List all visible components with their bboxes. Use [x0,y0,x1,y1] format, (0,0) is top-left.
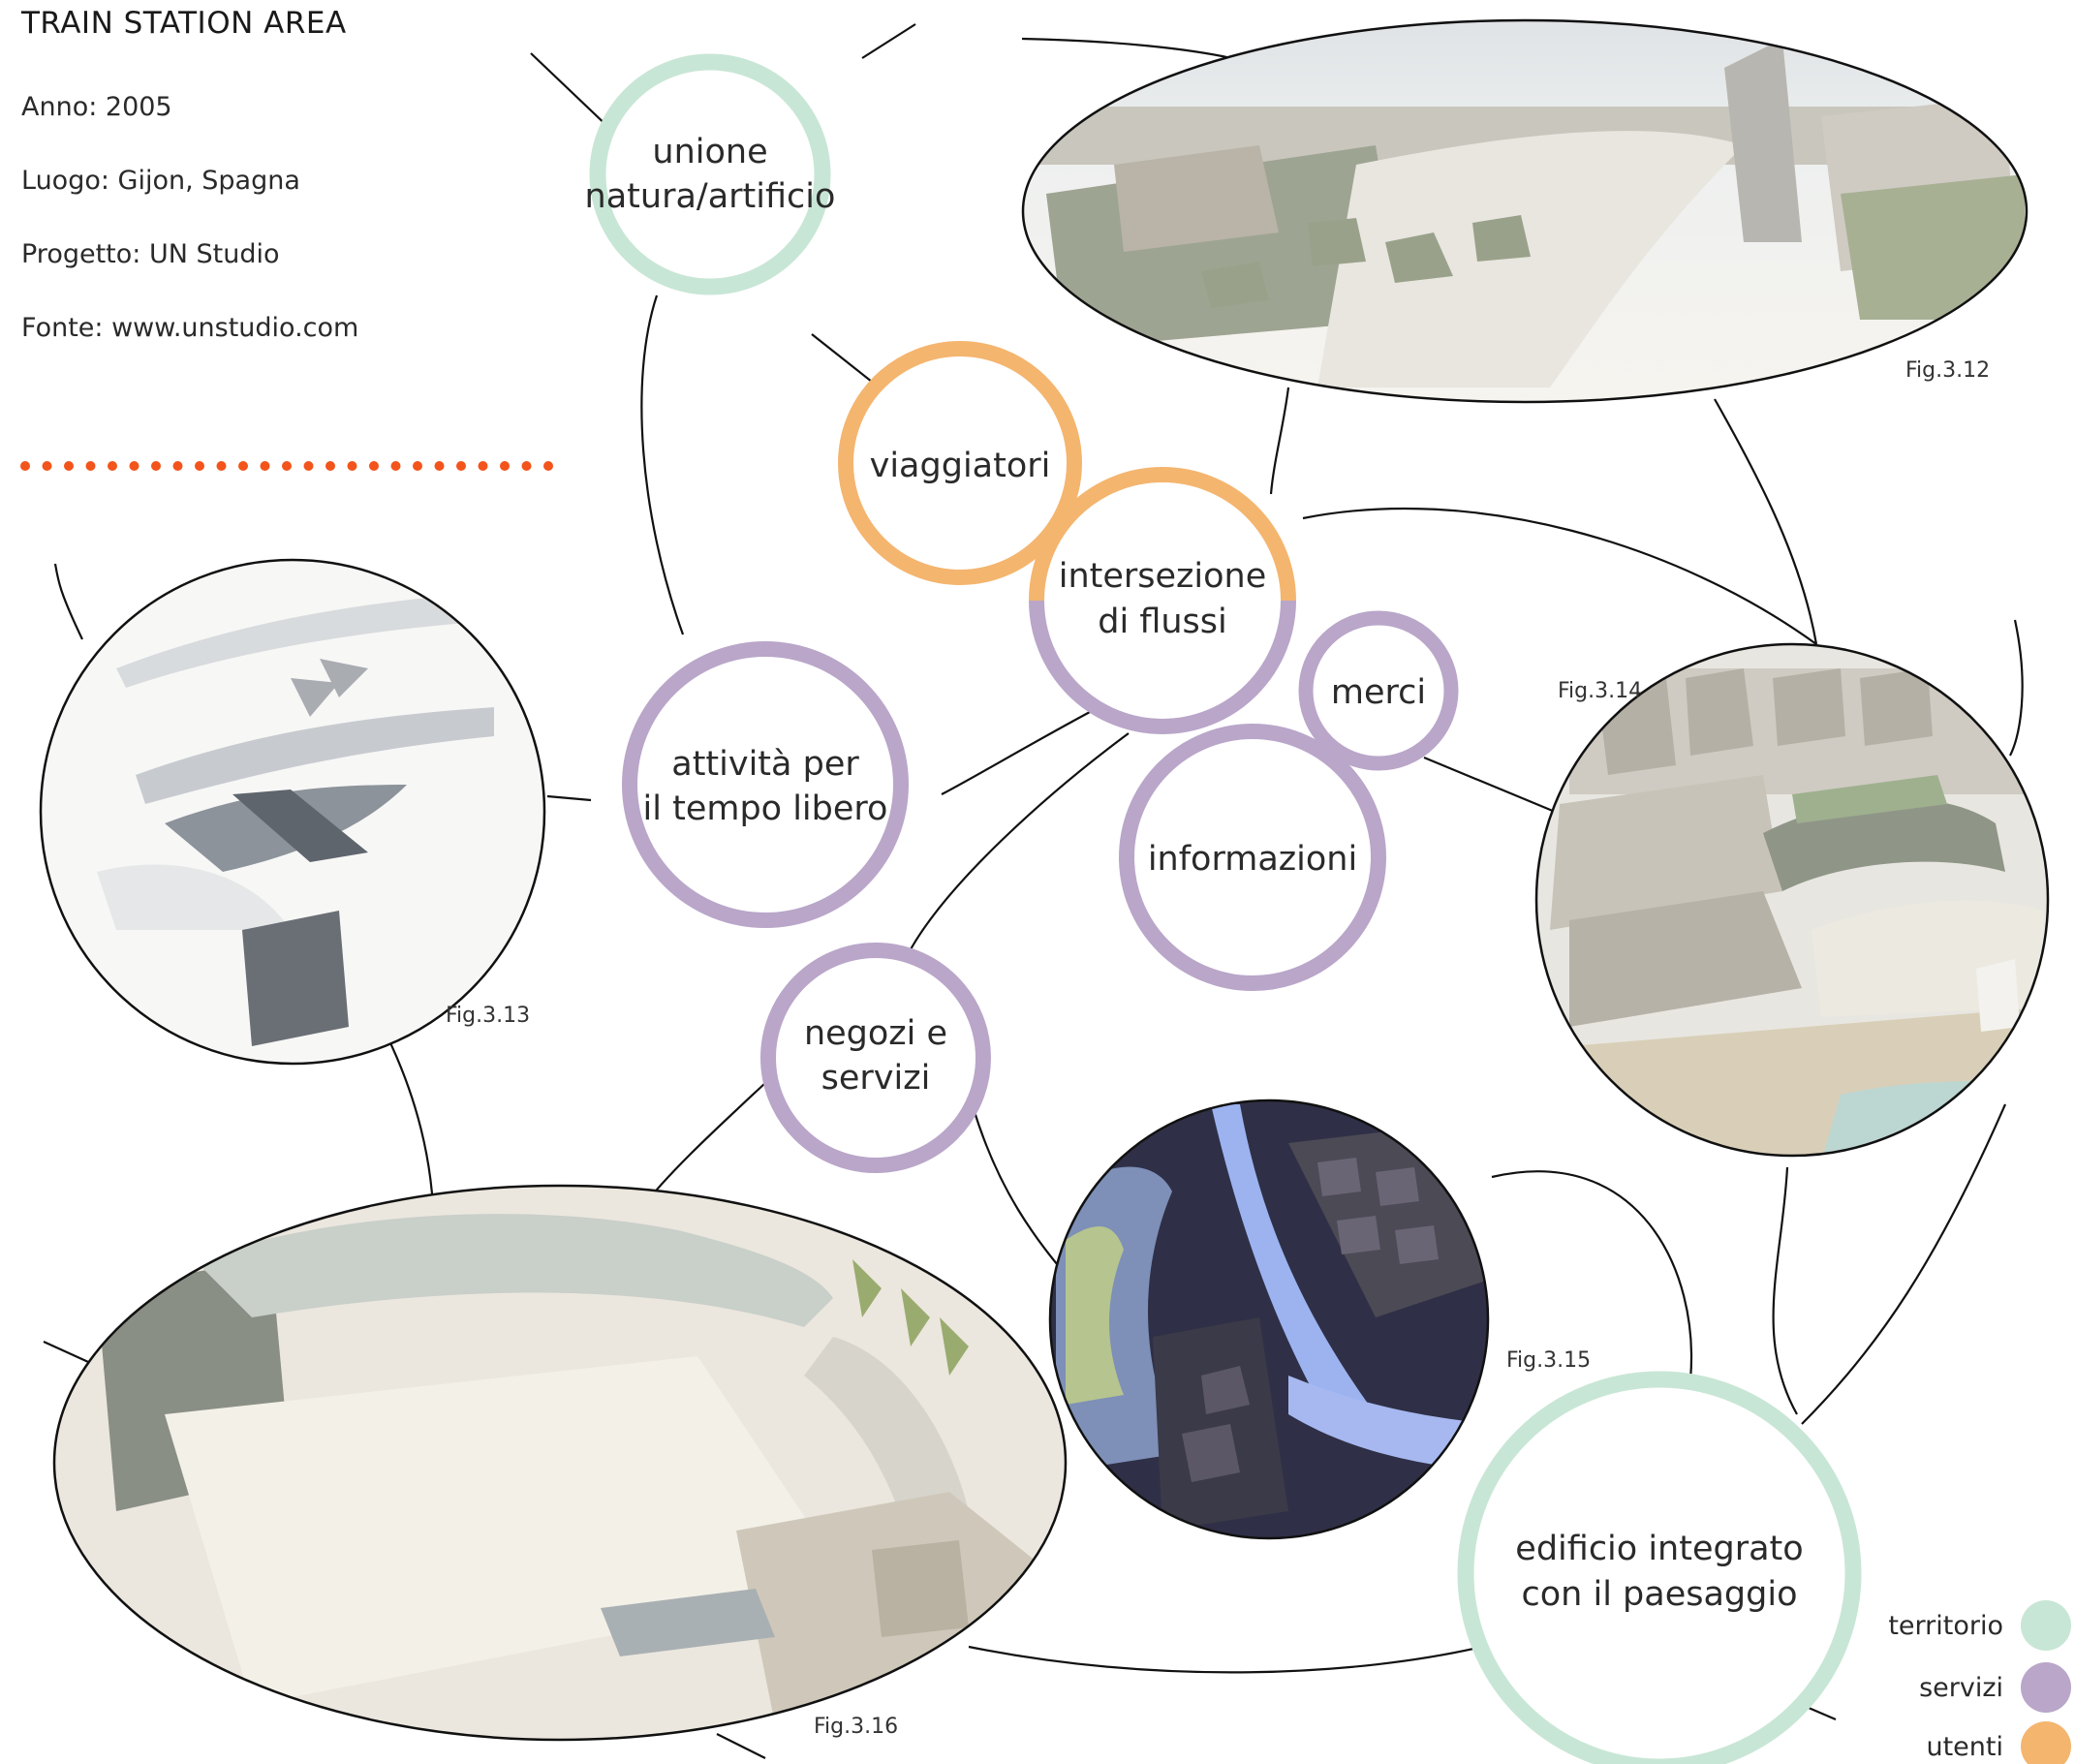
bubble-merci-line1: merci [1331,673,1426,712]
legend-servizi-swatch [2021,1662,2071,1713]
divider-dot [500,461,510,471]
figure-3-13-image [39,557,547,1066]
bubble-edificio-line2: con il paesaggio [1522,1575,1798,1614]
legend-territorio-swatch [2021,1600,2071,1651]
bubble-intersezione-line2: di flussi [1098,603,1227,641]
divider-dot [86,461,96,471]
figure-3-12-image [1017,19,2034,407]
divider-dot [479,461,488,471]
divider-dot [173,461,183,471]
divider-dot [238,461,248,471]
bubble-attivita: attività per il tempo libero [630,649,901,920]
bubble-informazioni: informazioni [1127,731,1378,983]
dotted-divider [20,461,553,471]
caption-fig-3-16: Fig.3.16 [814,1715,898,1739]
divider-dot [543,461,553,471]
bubble-unione-line2: natura/artificio [585,177,836,216]
divider-dot [304,461,314,471]
bubble-attivita-line1: attività per [671,745,859,784]
bubble-merci: merci [1306,618,1451,763]
bubble-unione-line1: unione [652,133,767,171]
bubble-viaggiatori-line1: viaggiatori [870,447,1051,485]
divider-dot [130,461,139,471]
divider-dot [435,461,445,471]
divider-dot [282,461,292,471]
divider-dot [151,461,161,471]
divider-dot [195,461,204,471]
divider-dot [348,461,357,471]
figure-3-15-image [1046,1095,1492,1540]
divider-dot [217,461,227,471]
divider-dot [261,461,270,471]
bubble-negozi: negozi e servizi [768,950,983,1165]
legend-servizi-label: servizi [1919,1673,2003,1703]
legend-utenti-swatch [2021,1721,2071,1764]
bubble-informazioni-line1: informazioni [1148,840,1357,879]
bubble-negozi-line2: servizi [821,1059,931,1098]
divider-dot [64,461,74,471]
bubble-edificio: edificio integrato con il paesaggio [1466,1379,1853,1764]
caption-fig-3-13: Fig.3.13 [446,1004,530,1028]
figure-3-16-image [53,1182,1070,1744]
bubble-edificio-line1: edificio integrato [1515,1530,1803,1568]
divider-dot [413,461,422,471]
bubble-viaggiatori: viaggiatori [846,349,1074,577]
divider-dot [108,461,117,471]
bubble-intersezione: intersezione di flussi [1037,475,1288,727]
caption-fig-3-12: Fig.3.12 [1905,358,1990,383]
divider-dot [456,461,466,471]
caption-fig-3-14: Fig.3.14 [1558,679,1642,703]
divider-dot [522,461,532,471]
bubble-negozi-line1: negozi e [804,1014,947,1053]
bubble-attivita-line2: il tempo libero [643,789,888,828]
legend-territorio-label: territorio [1888,1611,2003,1641]
divider-dot [391,461,401,471]
caption-fig-3-15: Fig.3.15 [1506,1348,1591,1373]
legend: territorio servizi utenti [1888,1600,2071,1764]
divider-dot [20,461,30,471]
divider-dot [325,461,335,471]
divider-dot [369,461,379,471]
bubble-unione: unione natura/artificio [585,62,836,287]
legend-utenti-label: utenti [1926,1732,2003,1762]
bubble-intersezione-line1: intersezione [1059,557,1267,596]
divider-dot [43,461,52,471]
figure-3-14-image [1535,644,2049,1162]
